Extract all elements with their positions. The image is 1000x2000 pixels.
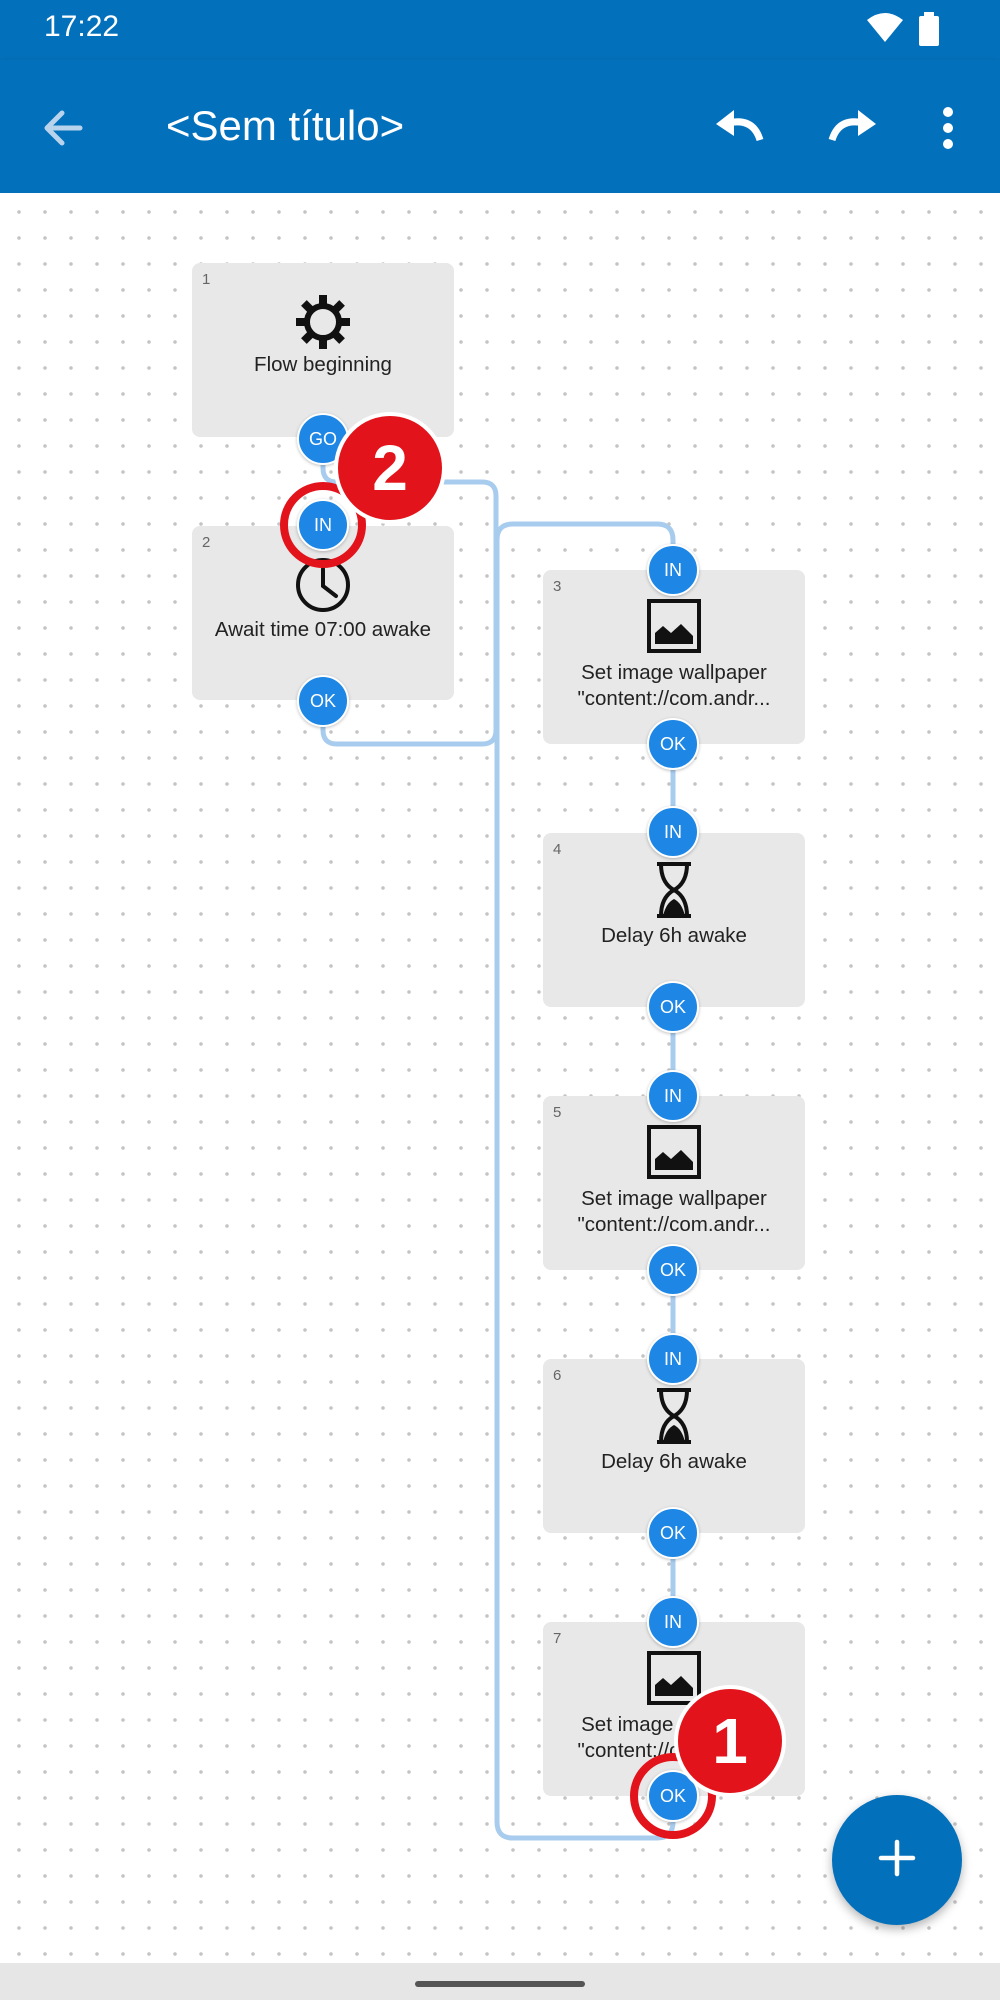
- node-number: 5: [553, 1104, 562, 1121]
- flow-node-5[interactable]: 5 Set image wallpaper "content://com.and…: [543, 1096, 805, 1270]
- undo-button[interactable]: [710, 102, 770, 154]
- image-icon: [646, 598, 702, 654]
- port-in-node-3[interactable]: IN: [647, 544, 699, 596]
- redo-button[interactable]: [822, 102, 882, 154]
- more-options-button[interactable]: [928, 102, 968, 154]
- image-icon: [646, 1124, 702, 1180]
- wifi-icon: [866, 12, 904, 51]
- plus-icon: [877, 1838, 917, 1883]
- port-ok-node-6[interactable]: OK: [647, 1507, 699, 1559]
- page-title: <Sem título>: [166, 102, 405, 149]
- back-button[interactable]: [36, 100, 92, 156]
- home-handle[interactable]: [415, 1981, 585, 1987]
- add-node-button[interactable]: [832, 1795, 962, 1925]
- port-in-node-6[interactable]: IN: [647, 1333, 699, 1385]
- annotation-badge-2: 2: [334, 412, 446, 524]
- node-number: 7: [553, 1630, 562, 1647]
- node-label-line2: "content://com.andr...: [577, 687, 771, 710]
- port-in-node-7[interactable]: IN: [647, 1596, 699, 1648]
- port-in-node-5[interactable]: IN: [647, 1070, 699, 1122]
- app-bar: <Sem título>: [0, 60, 1000, 193]
- annotation-badge-1: 1: [674, 1685, 786, 1797]
- highlight-ring-in-node-2: [280, 482, 366, 568]
- arrow-back-icon: [36, 110, 92, 160]
- battery-icon: [918, 12, 940, 51]
- node-number: 3: [553, 578, 562, 595]
- status-time: 17:22: [44, 10, 120, 43]
- flow-node-3[interactable]: 3 Set image wallpaper "content://com.and…: [543, 570, 805, 744]
- node-number: 6: [553, 1367, 562, 1384]
- status-icons: [866, 12, 940, 51]
- port-in-node-4[interactable]: IN: [647, 806, 699, 858]
- node-label: Delay 6h awake: [601, 924, 747, 947]
- hourglass-icon: [654, 861, 694, 919]
- hourglass-icon: [654, 1387, 694, 1445]
- flow-node-6[interactable]: 6 Delay 6h awake: [543, 1359, 805, 1533]
- flow-canvas[interactable]: [0, 193, 1000, 1963]
- port-ok-node-5[interactable]: OK: [647, 1244, 699, 1296]
- flow-node-4[interactable]: 4 Delay 6h awake: [543, 833, 805, 1007]
- node-label-line2: "content://com.andr...: [577, 1213, 771, 1236]
- flow-node-1[interactable]: 1 Flow beginning: [192, 263, 454, 437]
- undo-icon: [710, 110, 770, 158]
- node-label-line1: Set image wallpaper: [581, 661, 767, 684]
- node-label-line1: Set image wallpaper: [581, 1187, 767, 1210]
- status-bar: 17:22: [0, 0, 1000, 60]
- port-ok-node-4[interactable]: OK: [647, 981, 699, 1033]
- gear-icon: [294, 293, 352, 351]
- more-vert-icon: [928, 107, 968, 158]
- node-number: 1: [202, 271, 211, 288]
- system-nav-bar: [0, 1963, 1000, 2000]
- node-number: 4: [553, 841, 562, 858]
- image-icon: [646, 1650, 702, 1706]
- highlight-ring-ok-node-7: [630, 1753, 716, 1839]
- node-label: Await time 07:00 awake: [214, 618, 432, 641]
- node-label: Delay 6h awake: [601, 1450, 747, 1473]
- node-label: Flow beginning: [254, 353, 392, 376]
- node-number: 2: [202, 534, 211, 551]
- port-ok-node-3[interactable]: OK: [647, 718, 699, 770]
- port-ok-node-2[interactable]: OK: [297, 675, 349, 727]
- redo-icon: [822, 110, 882, 158]
